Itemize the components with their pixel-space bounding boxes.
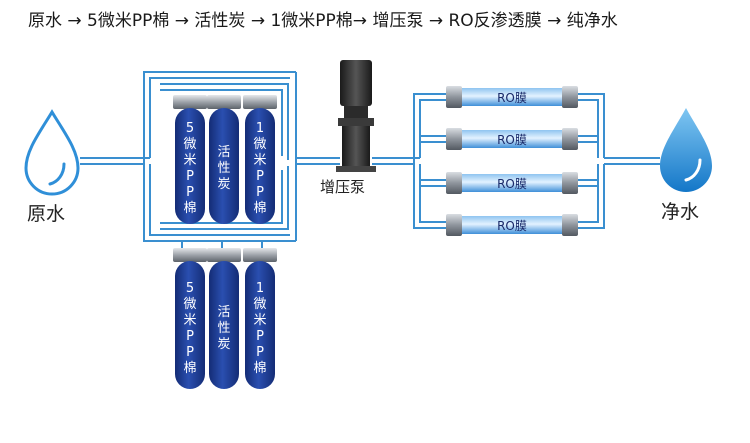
filter-pp1-bottom: 1微米PP棉 xyxy=(243,248,277,389)
ro-membrane-tube xyxy=(460,174,564,192)
filter-top-2-char: 微 xyxy=(253,137,266,152)
filter-top-0-char: 棉 xyxy=(183,201,196,216)
filter-bottom-0-char: P xyxy=(186,345,194,360)
filter-row-bottom: 5微米PP棉 活性炭 1微米PP棉 xyxy=(173,248,277,389)
filter-top-2-char: 棉 xyxy=(253,201,266,216)
source-label: 原水 xyxy=(27,203,65,225)
filter-top-0-char: 微 xyxy=(183,137,196,152)
pump-label: 增压泵 xyxy=(320,178,365,196)
filter-bottom-0-char: 5 xyxy=(186,281,194,296)
ro-membrane-label: RO膜 xyxy=(497,219,527,233)
ro-membrane-cap-right xyxy=(562,214,578,236)
filter-top-1-char: 炭 xyxy=(217,177,230,192)
filter-top-0-char: P xyxy=(186,185,194,200)
filter-bottom-1-char: 炭 xyxy=(217,337,230,352)
ro-membrane-cap-right xyxy=(562,86,578,108)
filter-top-0-char: P xyxy=(186,169,194,184)
filter-top-0-char: 5 xyxy=(186,121,194,136)
filter-top-1-char: 活 xyxy=(217,145,230,160)
filter-bottom-2-char: 棉 xyxy=(253,361,266,376)
filter-carbon-top: 活性炭 xyxy=(207,95,241,224)
ro-membrane-tube xyxy=(460,88,564,106)
pipework xyxy=(80,71,660,252)
ro-membrane-cap-left xyxy=(446,128,462,150)
filter-top-2-char: 米 xyxy=(253,153,266,168)
filter-top-2-char: 1 xyxy=(256,121,264,136)
filter-top-0-char: 米 xyxy=(183,153,196,168)
filter-pp1-top: 1微米PP棉 xyxy=(243,95,277,224)
filter-bottom-2-char: 微 xyxy=(253,297,266,312)
filter-top-1-char: 性 xyxy=(217,161,230,176)
filter-bottom-0-char: P xyxy=(186,329,194,344)
output-label: 净水 xyxy=(661,201,699,223)
process-title: 原水 → 5微米PP棉 → 活性炭 → 1微米PP棉→ 增压泵 → RO反渗透膜… xyxy=(28,11,618,31)
filter-bottom-2-char: P xyxy=(256,345,264,360)
ro-membrane-tube xyxy=(460,130,564,148)
ro-membrane-bank: RO膜 RO膜 RO膜 RO膜 xyxy=(446,86,578,236)
ro-membrane-cap-left xyxy=(446,86,462,108)
filter-bottom-2-char: 1 xyxy=(256,281,264,296)
filter-bottom-0-char: 米 xyxy=(183,313,196,328)
ro-membrane-label: RO膜 xyxy=(497,177,527,191)
filter-pp5-bottom: 5微米PP棉 xyxy=(173,248,207,389)
ro-membrane-cap-right xyxy=(562,128,578,150)
ro-membrane-cap-left xyxy=(446,172,462,194)
filter-top-2-char: P xyxy=(256,169,264,184)
filter-bottom-1-char: 性 xyxy=(217,321,230,336)
filter-row-top: 5微米PP棉 活性炭 1微米PP棉 xyxy=(173,95,277,224)
pure-water-drop-icon xyxy=(660,108,712,192)
filter-bottom-2-char: 米 xyxy=(253,313,266,328)
ro-membrane-tube xyxy=(460,216,564,234)
filter-bottom-1-char: 活 xyxy=(217,305,230,320)
booster-pump-icon xyxy=(336,60,376,172)
filter-bottom-2-char: P xyxy=(256,329,264,344)
ro-membrane-label: RO膜 xyxy=(497,91,527,105)
filter-pp5-top: 5微米PP棉 xyxy=(173,95,207,224)
filter-top-2-char: P xyxy=(256,185,264,200)
ro-membrane-label: RO膜 xyxy=(497,133,527,147)
filter-carbon-bottom: 活性炭 xyxy=(207,248,241,389)
raw-water-drop-icon xyxy=(24,109,80,196)
filter-bottom-0-char: 微 xyxy=(183,297,196,312)
filter-bottom-0-char: 棉 xyxy=(183,361,196,376)
ro-membrane-cap-left xyxy=(446,214,462,236)
ro-membrane-cap-right xyxy=(562,172,578,194)
